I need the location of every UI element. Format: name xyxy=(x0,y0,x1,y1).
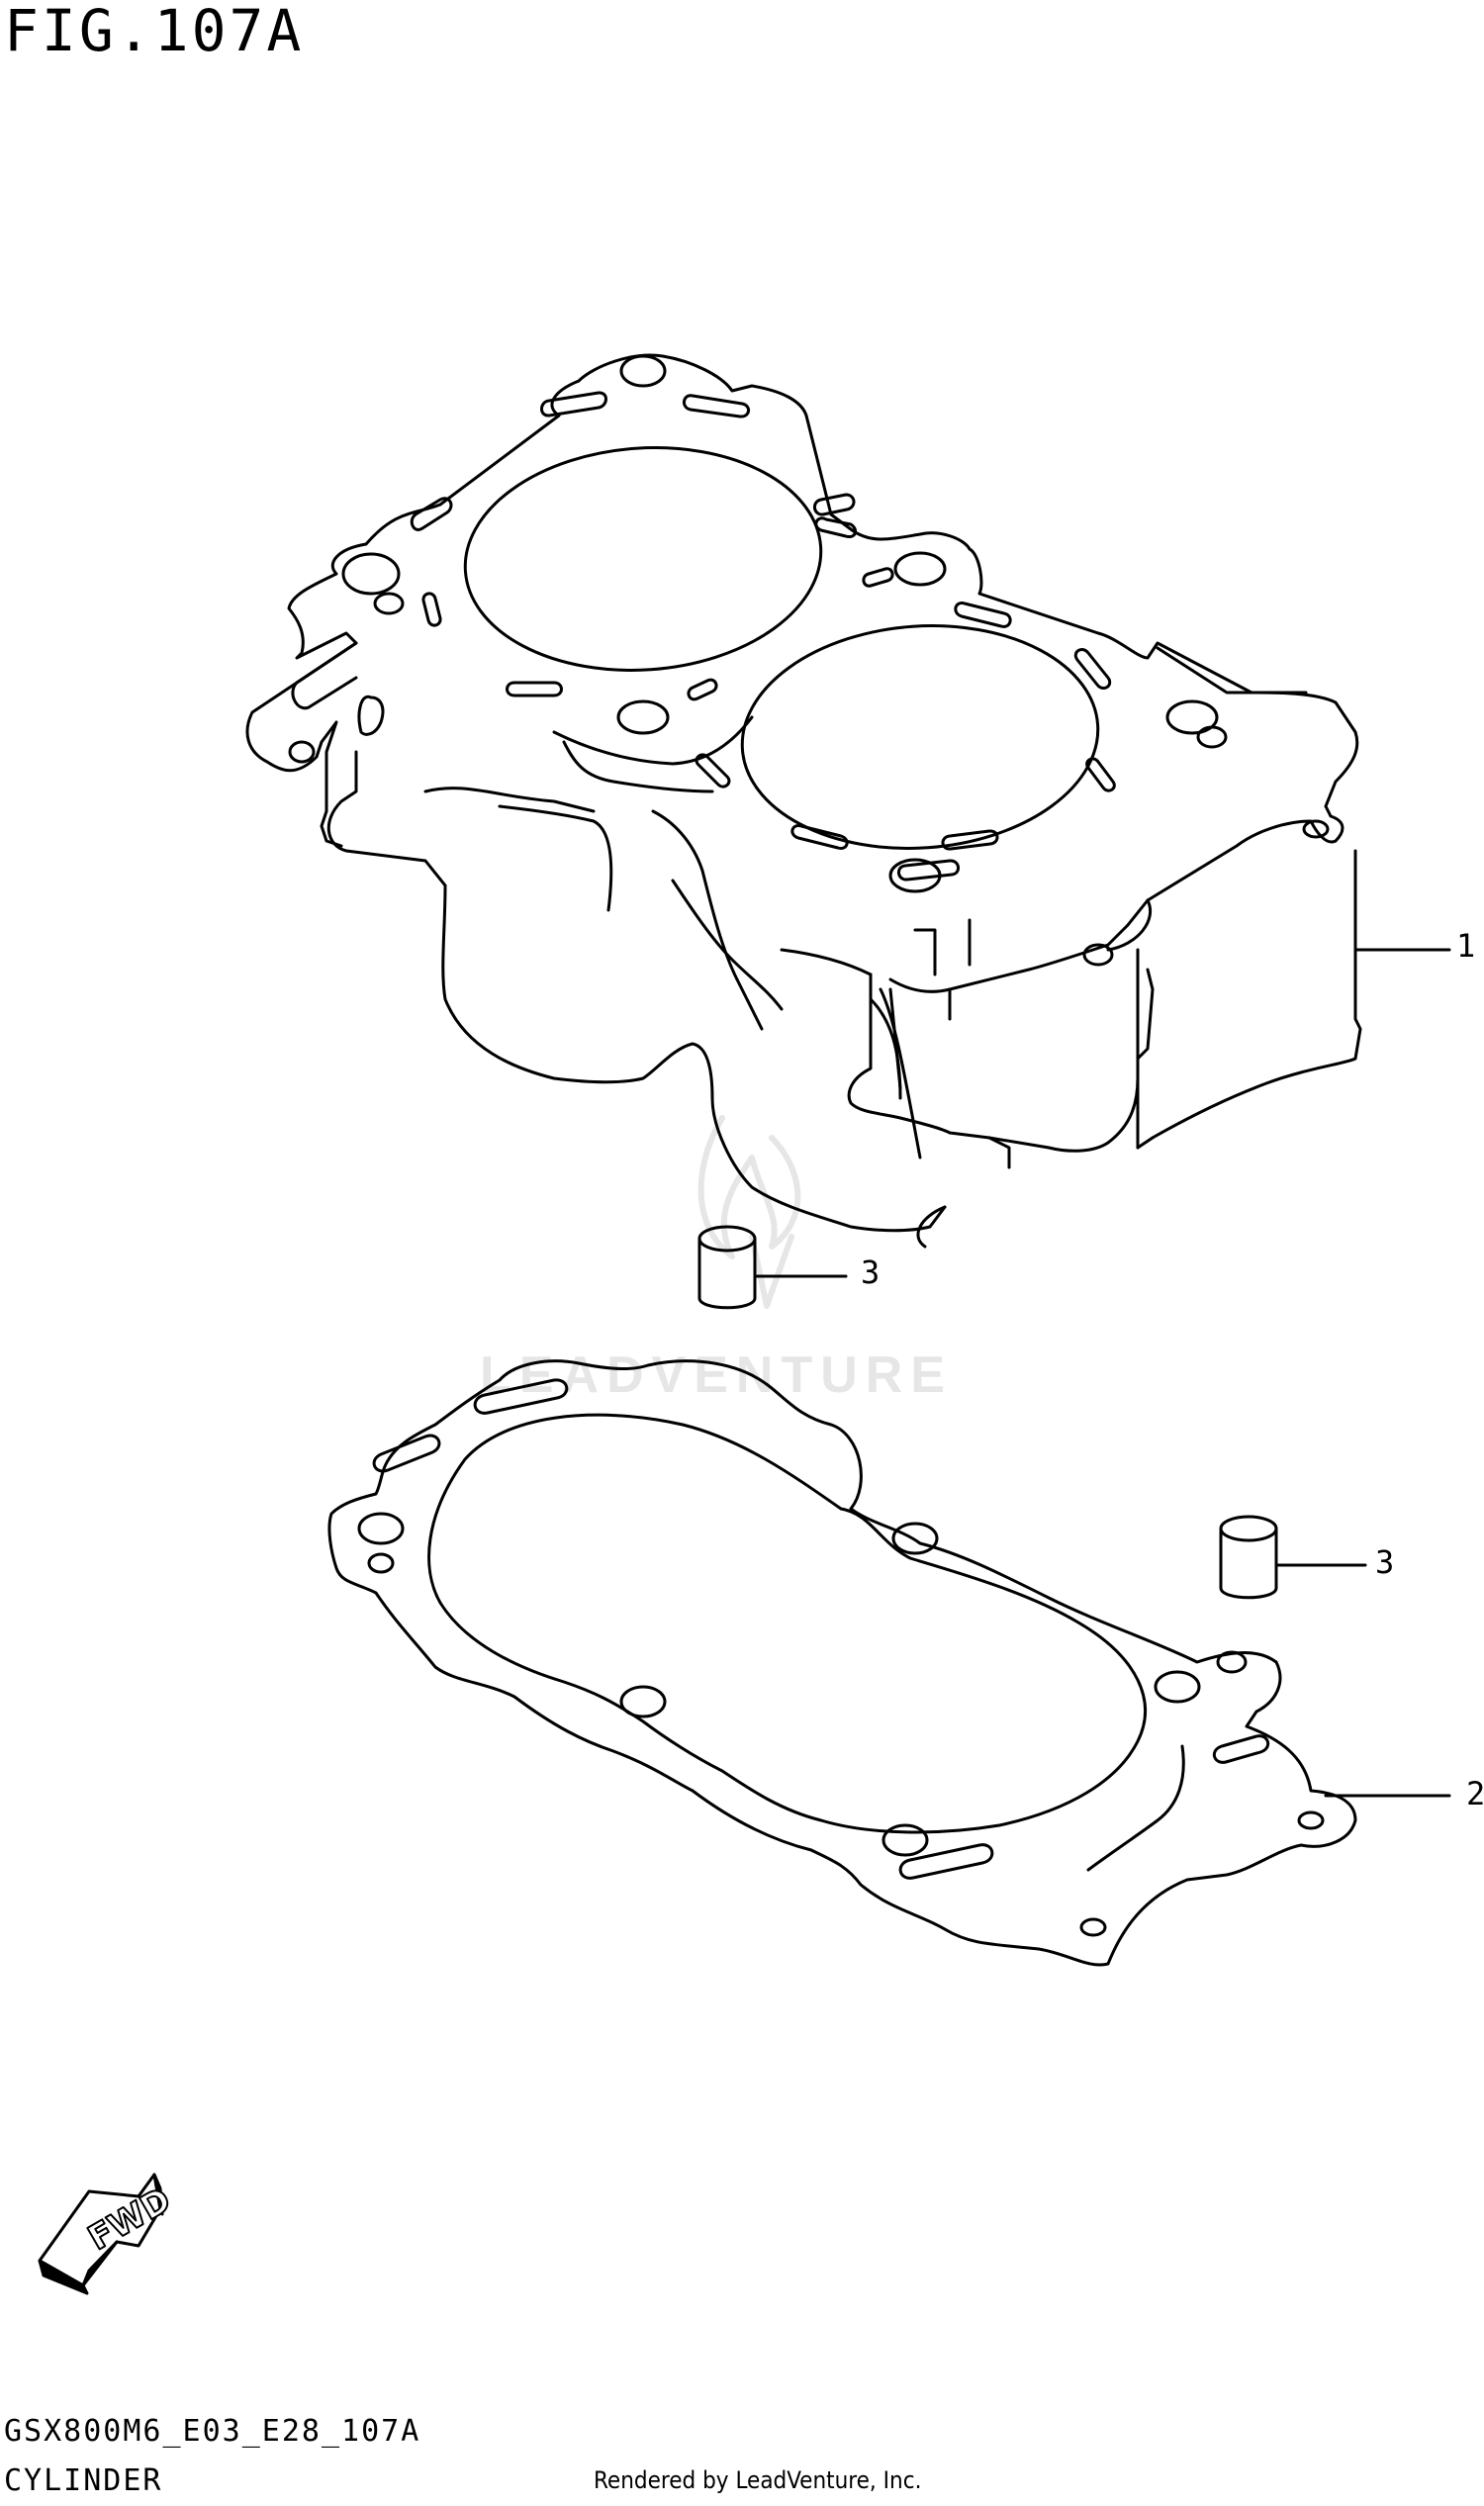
diagram-code: GSX800M6_E03_E28_107A xyxy=(4,2414,421,2449)
callout-3-upper-label: 3 xyxy=(861,1253,881,1291)
diagram-name: CYLINDER xyxy=(4,2463,163,2498)
render-credit: Rendered by LeadVenture, Inc. xyxy=(594,2466,922,2494)
cylinder-part[interactable] xyxy=(247,355,1360,1247)
fwd-arrow-icon: FWD xyxy=(40,2175,179,2293)
cylinder-base-gasket[interactable] xyxy=(329,1361,1355,1965)
dowel-pin-upper[interactable] xyxy=(699,1227,755,1308)
figure-title: FIG.107A xyxy=(4,0,305,64)
callout-1-label: 1 xyxy=(1456,927,1476,965)
leadventure-logo-icon xyxy=(701,1118,798,1306)
callout-3-lower-label: 3 xyxy=(1375,1543,1395,1581)
dowel-pin-lower[interactable] xyxy=(1221,1517,1276,1598)
callout-2-label: 2 xyxy=(1466,1775,1484,1812)
watermark-text: LEADVENTURE xyxy=(480,1346,954,1404)
